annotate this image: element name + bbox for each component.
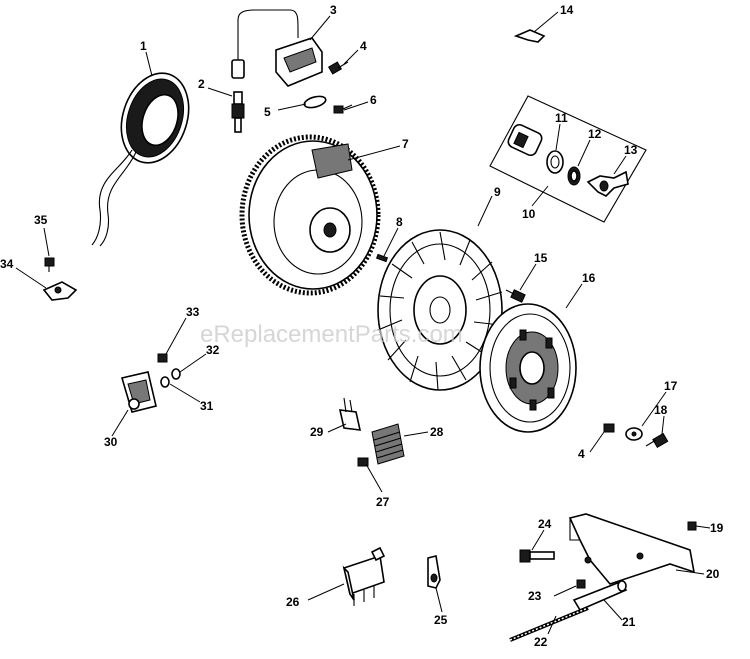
callout-17: 17	[664, 379, 678, 393]
part-7-flywheel[interactable]	[239, 134, 381, 296]
callout-33: 33	[186, 305, 200, 319]
callout-23: 23	[528, 589, 542, 603]
part-17-washer[interactable]	[625, 427, 643, 441]
part-21-spacer[interactable]	[572, 580, 628, 612]
callout-25: 25	[434, 613, 448, 627]
callout-13: 13	[624, 143, 638, 157]
part-20-bracket[interactable]	[568, 513, 696, 585]
part-29-connector[interactable]	[338, 397, 362, 431]
leader-lines	[15, 11, 711, 635]
part-9-fan[interactable]	[377, 229, 503, 391]
part-1-stator[interactable]	[91, 64, 200, 247]
part-4-screw-lower[interactable]	[603, 423, 615, 433]
part-23-nut[interactable]	[576, 579, 586, 589]
callout-14: 14	[560, 3, 574, 17]
callout-15: 15	[534, 251, 548, 265]
callout-35: 35	[34, 213, 48, 227]
callout-5: 5	[264, 105, 271, 119]
callout-16: 16	[582, 271, 596, 285]
callout-2: 2	[198, 77, 205, 91]
part-25-clip[interactable]	[427, 555, 441, 589]
callout-34: 34	[0, 257, 14, 271]
callout-26: 26	[286, 595, 300, 609]
callout-32: 32	[206, 343, 220, 357]
part-33-screw[interactable]	[157, 353, 168, 363]
callout-19: 19	[710, 521, 724, 535]
part-14-clip[interactable]	[513, 29, 546, 43]
callout-28: 28	[430, 425, 444, 439]
part-4-screw-upper[interactable]	[327, 61, 349, 75]
callout-30: 30	[104, 435, 118, 449]
part-28-rectifier[interactable]	[371, 423, 405, 465]
callout-12: 12	[588, 127, 602, 141]
callout-27: 27	[376, 495, 390, 509]
callout-4b: 4	[578, 447, 585, 461]
callout-24: 24	[538, 517, 552, 531]
part-6-screw[interactable]	[333, 104, 353, 114]
callout-21: 21	[622, 615, 636, 629]
part-30-regulator[interactable]	[120, 371, 157, 413]
part-18-bolt[interactable]	[645, 432, 669, 449]
part-10-starter-assembly[interactable]	[489, 95, 647, 223]
part-31-washer[interactable]	[160, 376, 170, 388]
callout-22: 22	[534, 635, 548, 649]
part-2-spark-plug[interactable]	[231, 91, 245, 133]
part-24-bolt[interactable]	[519, 549, 555, 563]
callout-7: 7	[402, 137, 409, 151]
part-12-washer[interactable]	[567, 166, 581, 186]
callout-numbers: 1 2 3 4 5 6 7 8 9 10 11 12 13 14 15 16 1…	[0, 3, 724, 649]
callout-10: 10	[522, 207, 536, 221]
part-32-washer[interactable]	[171, 368, 181, 380]
part-19-nut[interactable]	[687, 521, 697, 531]
part-5-spacer[interactable]	[303, 94, 327, 109]
part-16-grass-screen[interactable]	[479, 303, 577, 433]
part-22-stud[interactable]	[509, 606, 589, 642]
part-11-washer[interactable]	[546, 150, 564, 174]
callout-31: 31	[200, 399, 214, 413]
callout-8: 8	[396, 215, 403, 229]
part-27-screw[interactable]	[357, 457, 369, 467]
part-13-wing-nut[interactable]	[586, 170, 629, 197]
part-35-screw[interactable]	[44, 257, 55, 272]
callout-6: 6	[370, 93, 377, 107]
watermark: eReplacementParts.com	[200, 321, 463, 348]
part-8-key[interactable]	[375, 253, 389, 263]
callout-9: 9	[494, 185, 501, 199]
part-15-screw[interactable]	[505, 289, 526, 303]
callout-1: 1	[140, 39, 147, 53]
callout-20: 20	[706, 567, 720, 581]
callout-3: 3	[330, 3, 337, 17]
callout-4a: 4	[360, 39, 367, 53]
part-26-relay[interactable]	[342, 546, 386, 606]
callout-29: 29	[310, 425, 324, 439]
callout-11: 11	[555, 111, 568, 125]
callout-18: 18	[654, 403, 668, 417]
part-34-clip[interactable]	[42, 281, 78, 301]
part-3-ignition-module[interactable]	[231, 9, 323, 87]
